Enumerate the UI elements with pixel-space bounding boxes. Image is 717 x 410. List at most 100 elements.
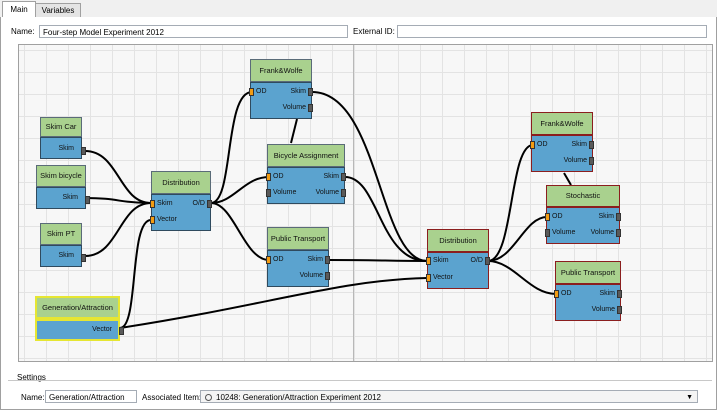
output-port[interactable]	[617, 290, 622, 298]
output-port[interactable]	[341, 189, 346, 197]
tab-variables[interactable]: Variables	[35, 3, 81, 17]
output-port[interactable]	[81, 147, 86, 155]
node-title: Frank&Wolfe	[531, 112, 593, 135]
name-field[interactable]: Four-step Model Experiment 2012	[39, 25, 348, 38]
node-public-transport-2[interactable]: Public Transport OD Skim Volume	[554, 261, 622, 321]
settings-group-label: Settings	[17, 373, 46, 382]
node-title: Generation/Attraction	[35, 296, 120, 319]
node-body	[555, 284, 621, 321]
output-port[interactable]	[341, 173, 346, 181]
connection-wires	[84, 91, 572, 329]
port-label: OD	[256, 88, 267, 95]
input-port[interactable]	[545, 229, 550, 237]
input-port[interactable]	[266, 256, 271, 264]
wire-fw1-dist2	[311, 91, 428, 262]
input-port[interactable]	[266, 189, 271, 197]
wire-skimcar-dist1	[84, 150, 152, 204]
port-label: Vector	[433, 274, 453, 281]
output-port[interactable]	[589, 141, 594, 149]
output-port[interactable]	[616, 229, 621, 237]
input-port[interactable]	[426, 274, 431, 282]
wire-dist1-fw1	[210, 91, 253, 204]
port-label: Volume	[552, 229, 576, 236]
input-port[interactable]	[150, 200, 155, 208]
input-port[interactable]	[426, 257, 431, 265]
port-label: Volume	[315, 189, 339, 196]
node-skim-car[interactable]: Skim Car Skim	[40, 117, 86, 159]
node-skim-pt[interactable]: Skim PT Skim	[40, 223, 86, 267]
associated-item-value: 10248: Generation/Attraction Experiment …	[216, 393, 381, 402]
port-label: Skim	[58, 252, 74, 259]
external-id-field[interactable]	[397, 25, 707, 38]
output-port[interactable]	[119, 327, 124, 335]
model-graph-canvas[interactable]: Skim Car Skim Skim bicycle Skim Skim PT …	[18, 44, 713, 362]
input-port[interactable]	[150, 216, 155, 224]
port-label: OD	[273, 173, 284, 180]
output-port[interactable]	[85, 196, 90, 204]
node-body	[546, 207, 620, 244]
port-label: Skim	[58, 145, 74, 152]
output-port[interactable]	[325, 272, 330, 280]
output-port[interactable]	[589, 157, 594, 165]
input-port[interactable]	[530, 141, 535, 149]
wire-fw1-bike	[290, 118, 298, 144]
node-skim-bicycle[interactable]: Skim bicycle Skim	[36, 165, 90, 209]
input-port[interactable]	[266, 173, 271, 181]
port-label: Skim	[157, 200, 173, 207]
port-label: Skim	[571, 141, 587, 148]
wire-bike-dist2	[344, 176, 428, 262]
output-port[interactable]	[81, 254, 86, 262]
node-title: Distribution	[427, 229, 489, 252]
port-label: Skim	[598, 213, 614, 220]
port-label: Volume	[563, 157, 587, 164]
output-port[interactable]	[308, 104, 313, 112]
port-label: Volume	[299, 272, 323, 279]
node-bicycle-assignment[interactable]: Bicycle Assignment OD Volume Skim Volume	[266, 144, 346, 204]
port-label: Skim	[62, 194, 78, 201]
output-port[interactable]	[325, 256, 330, 264]
port-label: OD	[552, 213, 563, 220]
node-title: Distribution	[151, 171, 211, 194]
settings-name-field[interactable]: Generation/Attraction	[45, 390, 137, 403]
port-label: Vector	[157, 216, 177, 223]
wire-dist2-pt2	[487, 260, 557, 295]
node-distribution-2[interactable]: Distribution Skim Vector O/D	[426, 229, 490, 289]
node-title: Skim bicycle	[36, 165, 86, 187]
input-port[interactable]	[554, 290, 559, 298]
port-label: OD	[561, 290, 572, 297]
node-title: Public Transport	[267, 227, 329, 250]
port-label: Skim	[599, 290, 615, 297]
node-title: Public Transport	[555, 261, 621, 284]
tab-main[interactable]: Main	[2, 1, 36, 18]
port-label: Skim	[433, 257, 449, 264]
port-label: Vector	[92, 326, 112, 333]
wire-skimpt-dist1	[84, 202, 152, 257]
input-port[interactable]	[545, 213, 550, 221]
dropdown-arrow-icon[interactable]: ▼	[686, 394, 693, 401]
output-port[interactable]	[308, 88, 313, 96]
port-label: O/D	[192, 200, 205, 207]
name-label: Name:	[11, 27, 35, 36]
node-generation-attraction[interactable]: Generation/Attraction Vector	[35, 296, 124, 341]
associated-item-select[interactable]: 10248: Generation/Attraction Experiment …	[200, 390, 698, 403]
node-body	[250, 82, 312, 119]
settings-group	[8, 380, 712, 409]
node-frank-wolfe-1[interactable]: Frank&Wolfe OD Skim Volume	[249, 59, 313, 119]
output-port[interactable]	[485, 257, 490, 265]
node-frank-wolfe-2[interactable]: Frank&Wolfe OD Skim Volume	[530, 112, 594, 172]
node-distribution-1[interactable]: Distribution Skim Vector O/D	[150, 171, 212, 231]
node-body	[151, 194, 211, 231]
input-port[interactable]	[249, 88, 254, 96]
settings-name-label: Name:	[21, 393, 45, 402]
port-label: Skim	[323, 173, 339, 180]
output-port[interactable]	[207, 200, 212, 208]
external-id-label: External ID:	[353, 27, 395, 36]
port-label: O/D	[470, 257, 483, 264]
output-port[interactable]	[617, 306, 622, 314]
node-stochastic[interactable]: Stochastic OD Volume Skim Volume	[545, 185, 621, 244]
output-port[interactable]	[616, 213, 621, 221]
wire-dist1-bike	[210, 176, 270, 204]
node-public-transport-1[interactable]: Public Transport OD Skim Volume	[266, 227, 330, 287]
node-title: Bicycle Assignment	[267, 144, 345, 167]
node-body	[531, 135, 593, 172]
